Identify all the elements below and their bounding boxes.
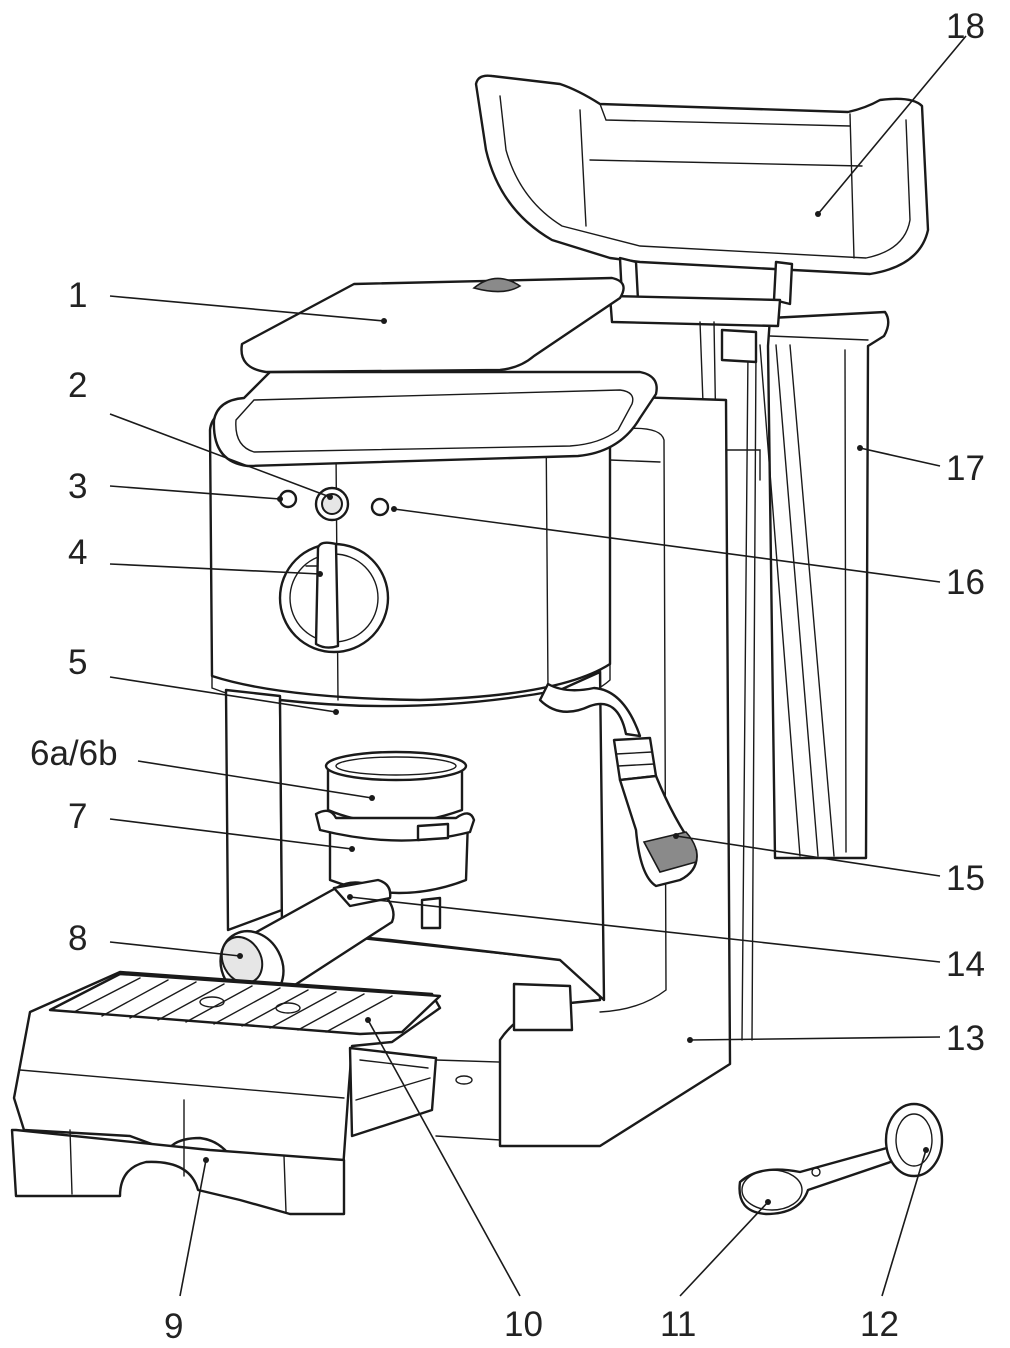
callout-17: 17	[946, 449, 985, 488]
control-panel	[278, 486, 390, 522]
main-body-tower	[498, 394, 761, 1148]
callout-9: 9	[164, 1307, 183, 1346]
callout-2: 2	[68, 366, 87, 405]
measuring-spoon-tamper	[738, 1102, 944, 1216]
callout-3: 3	[68, 467, 87, 506]
tank-mount	[608, 294, 782, 441]
callout-1: 1	[68, 276, 87, 315]
callout-labels: 1 2 3 4 5 6a/6b 7 8 9 10 11 12 13 14 15 …	[30, 7, 985, 1346]
callout-14: 14	[946, 945, 985, 984]
callout-18: 18	[946, 7, 985, 46]
leader-lines	[109, 35, 967, 1297]
cup-warmer-frame	[212, 370, 658, 468]
base-plate	[435, 1059, 501, 1141]
callout-16: 16	[946, 563, 985, 602]
callout-5: 5	[68, 643, 87, 682]
filter-basket	[324, 750, 468, 825]
callout-4: 4	[68, 533, 87, 572]
callout-8: 8	[68, 919, 87, 958]
ready-indicator-light	[370, 497, 390, 517]
top-cover	[240, 276, 625, 374]
callout-13: 13	[946, 1019, 985, 1058]
callout-10: 10	[504, 1305, 543, 1344]
callout-15: 15	[946, 859, 985, 898]
callout-11: 11	[660, 1305, 696, 1344]
portafilter-holder	[314, 809, 476, 930]
callout-7: 7	[68, 797, 87, 836]
tank-lid	[474, 74, 930, 306]
callout-6a-6b: 6a/6b	[30, 734, 118, 773]
callout-12: 12	[860, 1305, 899, 1344]
water-tank	[741, 310, 890, 1041]
function-selector-knob	[278, 541, 390, 654]
steam-wand	[538, 682, 698, 888]
drip-tray-grille	[48, 972, 442, 1036]
